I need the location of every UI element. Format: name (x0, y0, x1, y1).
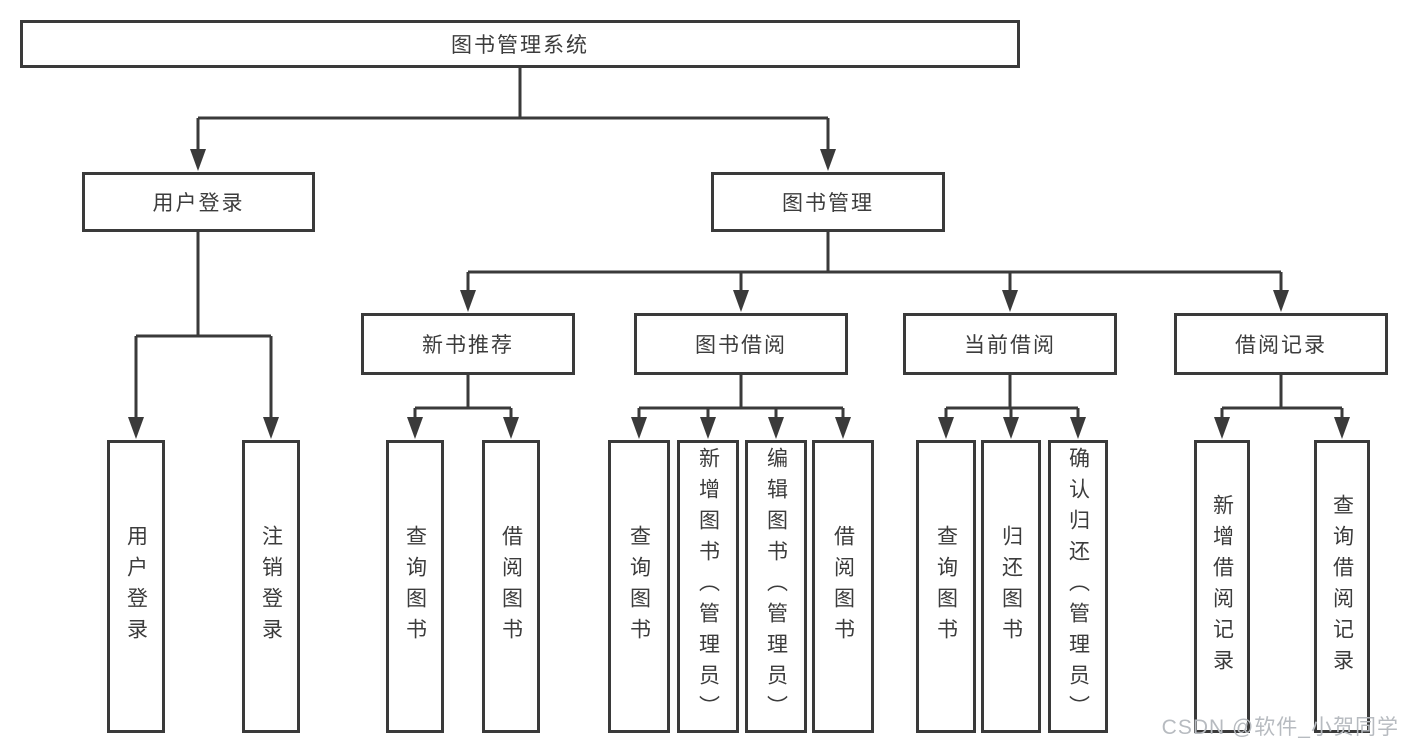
csdn-watermark: CSDN @软件_小贺同学 (1161, 716, 1399, 739)
leaf-borrowing-edit-books-admin: 编辑图书（管理员） (745, 440, 807, 733)
arrowhead (128, 417, 144, 439)
arrowhead (460, 290, 476, 312)
arrowheads (128, 149, 1350, 439)
arrowhead (1214, 417, 1230, 439)
arrowhead (700, 417, 716, 439)
leaf-recommend-query-books: 查询图书 (386, 440, 444, 733)
node-user-login: 用户登录 (82, 172, 315, 232)
connector-path (136, 68, 1342, 410)
leaf-recommend-borrow-books: 借阅图书 (482, 440, 540, 733)
node-book-borrowing: 图书借阅 (634, 313, 848, 375)
arrowhead (938, 417, 954, 439)
leaf-borrowing-borrow-books: 借阅图书 (812, 440, 874, 733)
leaf-current-query-books: 查询图书 (916, 440, 976, 733)
node-book-management: 图书管理 (711, 172, 945, 232)
arrowhead (733, 290, 749, 312)
arrowhead (835, 417, 851, 439)
leaf-current-confirm-return-admin: 确认归还（管理员） (1048, 440, 1108, 733)
leaf-user-login: 用户登录 (107, 440, 165, 733)
arrowhead (820, 149, 836, 171)
arrowhead (263, 417, 279, 439)
arrowhead (407, 417, 423, 439)
arrowhead (503, 417, 519, 439)
leaf-borrowing-query-books: 查询图书 (608, 440, 670, 733)
arrowhead (768, 417, 784, 439)
arrowhead (631, 417, 647, 439)
node-current-borrowing: 当前借阅 (903, 313, 1117, 375)
arrowhead (1334, 417, 1350, 439)
leaf-logout: 注销登录 (242, 440, 300, 733)
arrowhead (190, 149, 206, 171)
leaf-borrowing-add-books-admin: 新增图书（管理员） (677, 440, 739, 733)
arrowhead (1070, 417, 1086, 439)
node-borrowing-records: 借阅记录 (1174, 313, 1388, 375)
arrow-shafts (134, 118, 1344, 424)
leaf-current-return-books: 归还图书 (981, 440, 1041, 733)
node-library-management-system: 图书管理系统 (20, 20, 1020, 68)
arrowhead (1273, 290, 1289, 312)
arrowhead (1002, 290, 1018, 312)
node-new-book-recommend: 新书推荐 (361, 313, 575, 375)
arrowhead (1003, 417, 1019, 439)
leaf-records-add-record: 新增借阅记录 (1194, 440, 1250, 733)
leaf-records-query-record: 查询借阅记录 (1314, 440, 1370, 733)
